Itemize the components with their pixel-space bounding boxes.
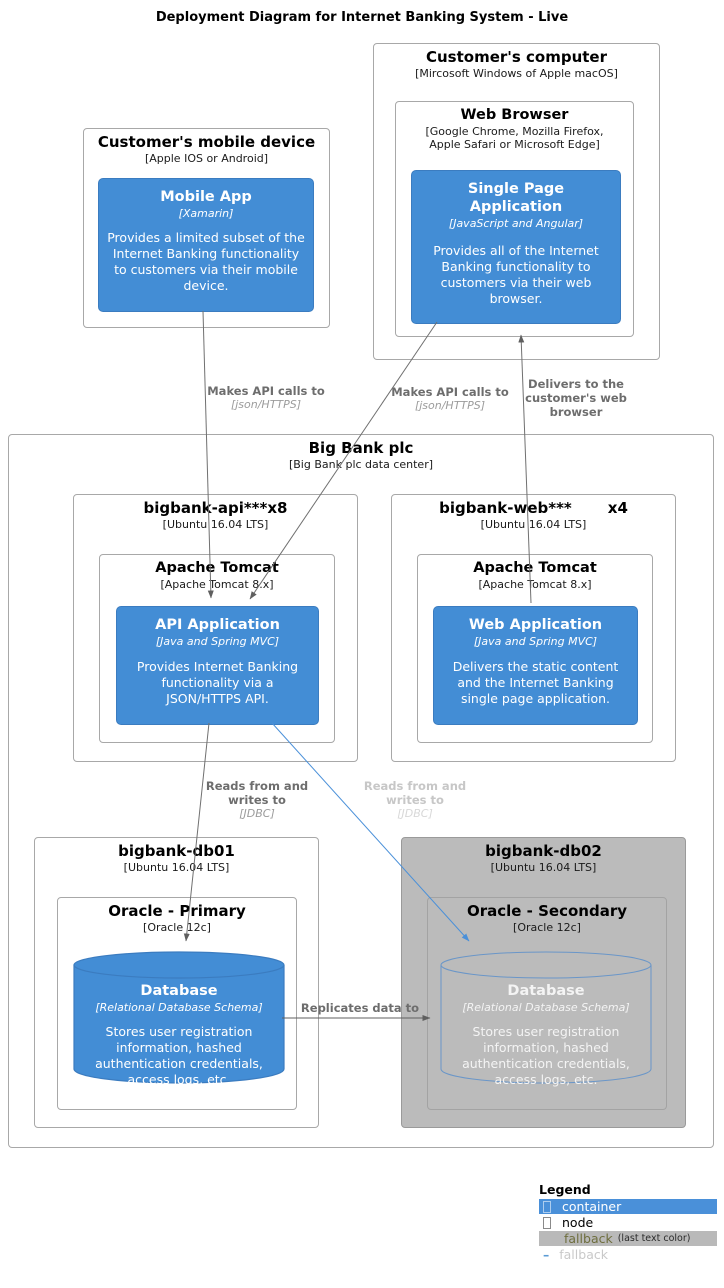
node-title: bigbank-api***x8	[143, 499, 288, 517]
node-title: Apache Tomcat	[473, 560, 597, 576]
container-mobile-app: Mobile App [Xamarin] Provides a limited …	[98, 178, 314, 312]
legend-item-fallback-fill: fallback (last text color)	[539, 1231, 717, 1246]
edge-label-technology: [JDBC]	[239, 807, 275, 821]
diagram-title: Deployment Diagram for Internet Banking …	[155, 10, 569, 25]
rect-icon	[543, 1200, 551, 1213]
node-title: Oracle - Secondary	[466, 902, 628, 920]
node-title: Customer's computer	[425, 48, 608, 66]
container-database-secondary: Database [Relational Database Schema] St…	[440, 950, 652, 1091]
node-big-bank-plc: Big Bank plc [Big Bank plc data center] …	[8, 434, 714, 1148]
node-subtitle: [Google Chrome, Mozilla Firefox, Apple S…	[425, 124, 604, 151]
legend-item-fallback-line: – fallback	[539, 1247, 717, 1262]
legend-item-label: fallback	[559, 1247, 608, 1262]
edge-label-technology: [JDBC]	[397, 807, 433, 821]
node-subtitle: [Oracle 12c]	[513, 921, 581, 935]
node-customers-mobile-device: Customer's mobile device [Apple IOS or A…	[83, 128, 330, 328]
node-subtitle: [Oracle 12c]	[143, 921, 211, 935]
container-description: Provides a limited subset of the Interne…	[107, 230, 305, 294]
node-subtitle: [Mircosoft Windows of Apple macOS]	[415, 67, 618, 81]
edge-label-text: Reads from and writes to	[363, 779, 467, 808]
container-title: API Application	[155, 617, 280, 633]
container-technology: [Xamarin]	[178, 207, 234, 221]
legend-item-label: node	[562, 1215, 594, 1230]
node-subtitle: [Ubuntu 16.04 LTS]	[480, 518, 587, 532]
node-subtitle: [Big Bank plc data center]	[288, 458, 434, 472]
node-subtitle: [Ubuntu 16.04 LTS]	[490, 861, 597, 875]
rect-icon	[543, 1216, 551, 1229]
node-subtitle: [Apache Tomcat 8.x]	[478, 577, 592, 591]
edge-label-technology: [json/HTTPS]	[230, 398, 302, 412]
node-oracle-primary: Oracle - Primary [Oracle 12c] Database […	[57, 897, 297, 1110]
legend: Legend container node fallback (last tex…	[539, 1182, 717, 1263]
node-web-browser: Web Browser [Google Chrome, Mozilla Fire…	[395, 101, 634, 337]
node-title: Oracle - Primary	[108, 902, 246, 920]
container-technology: [Java and Spring MVC]	[473, 635, 598, 649]
legend-title: Legend	[539, 1182, 591, 1197]
node-title: Web Browser	[460, 107, 569, 123]
edge-label-text: Replicates data to	[300, 1001, 420, 1015]
container-title: Web Application	[468, 617, 603, 633]
container-technology: [Relational Database Schema]	[462, 1001, 630, 1015]
edge-label-web-spa: Delivers to the customer's web browser	[523, 377, 629, 419]
node-bigbank-db01: bigbank-db01 [Ubuntu 16.04 LTS] Oracle -…	[34, 837, 319, 1128]
node-subtitle: [Ubuntu 16.04 LTS]	[162, 518, 269, 532]
edge-label-api-db01: Reads from and writes to [JDBC]	[205, 779, 309, 820]
container-technology: [JavaScript and Angular]	[448, 217, 584, 231]
edge-label-text: Reads from and writes to	[205, 779, 309, 808]
legend-item-label: fallback	[564, 1231, 613, 1246]
container-description: Stores user registration information, ha…	[95, 1024, 263, 1088]
node-title-text: bigbank-web***	[439, 499, 572, 517]
node-title: bigbank-web*** x4	[392, 499, 675, 517]
database-cylinder-icon	[440, 951, 652, 1084]
container-technology: [Relational Database Schema]	[95, 1001, 263, 1015]
node-apache-tomcat-web: Apache Tomcat [Apache Tomcat 8.x] Web Ap…	[417, 554, 653, 743]
legend-item-label: container	[562, 1199, 622, 1214]
legend-item-node: node	[539, 1215, 717, 1230]
container-web-application: Web Application [Java and Spring MVC] De…	[433, 606, 638, 725]
dash-icon: –	[543, 1247, 550, 1262]
container-description: Provides all of the Internet Banking fun…	[433, 243, 599, 307]
container-description: Provides Internet Banking functionality …	[136, 659, 299, 707]
edge-label-text: Makes API calls to	[207, 384, 325, 398]
edge-label-spa-api: Makes API calls to [json/HTTPS]	[391, 385, 509, 412]
edge-label-api-db02: Reads from and writes to [JDBC]	[363, 779, 467, 820]
node-apache-tomcat-api: Apache Tomcat [Apache Tomcat 8.x] API Ap…	[99, 554, 335, 743]
container-database-primary: Database [Relational Database Schema] St…	[73, 950, 285, 1091]
container-description: Delivers the static content and the Inte…	[452, 659, 619, 707]
node-bigbank-db02: bigbank-db02 [Ubuntu 16.04 LTS] Oracle -…	[401, 837, 686, 1128]
node-bigbank-web: bigbank-web*** x4 [Ubuntu 16.04 LTS] Apa…	[391, 494, 676, 762]
legend-item-note: (last text color)	[617, 1233, 691, 1244]
edge-label-technology: [json/HTTPS]	[414, 399, 486, 413]
container-description: Stores user registration information, ha…	[462, 1024, 630, 1088]
node-title: Big Bank plc	[308, 439, 414, 457]
node-customers-computer: Customer's computer [Mircosoft Windows o…	[373, 43, 660, 360]
container-title: Mobile App	[160, 189, 252, 205]
edge-label-replicates: Replicates data to	[301, 1001, 419, 1015]
node-title: Apache Tomcat	[155, 560, 279, 576]
node-subtitle: [Apple IOS or Android]	[144, 152, 269, 166]
container-technology: [Java and Spring MVC]	[155, 635, 280, 649]
container-title: Database	[140, 983, 218, 999]
node-bigbank-api: bigbank-api***x8 [Ubuntu 16.04 LTS] Apac…	[73, 494, 358, 762]
container-title: Single Page Application	[467, 181, 565, 216]
container-api-application: API Application [Java and Spring MVC] Pr…	[116, 606, 319, 725]
legend-item-container: container	[539, 1199, 717, 1214]
node-title: bigbank-db01	[118, 842, 235, 860]
node-subtitle: [Ubuntu 16.04 LTS]	[123, 861, 230, 875]
container-title: Database	[507, 983, 585, 999]
node-title: bigbank-db02	[485, 842, 602, 860]
node-title-count: x4	[607, 499, 628, 517]
node-subtitle: [Apache Tomcat 8.x]	[160, 577, 274, 591]
node-title: Customer's mobile device	[97, 133, 316, 151]
edge-label-mobile-api: Makes API calls to [json/HTTPS]	[207, 384, 325, 411]
edge-label-text: Makes API calls to	[391, 385, 509, 399]
edge-label-text: Delivers to the customer's web browser	[525, 377, 627, 420]
node-oracle-secondary: Oracle - Secondary [Oracle 12c] Database…	[427, 897, 667, 1110]
database-cylinder-icon	[73, 951, 285, 1084]
container-single-page-application: Single Page Application [JavaScript and …	[411, 170, 621, 324]
